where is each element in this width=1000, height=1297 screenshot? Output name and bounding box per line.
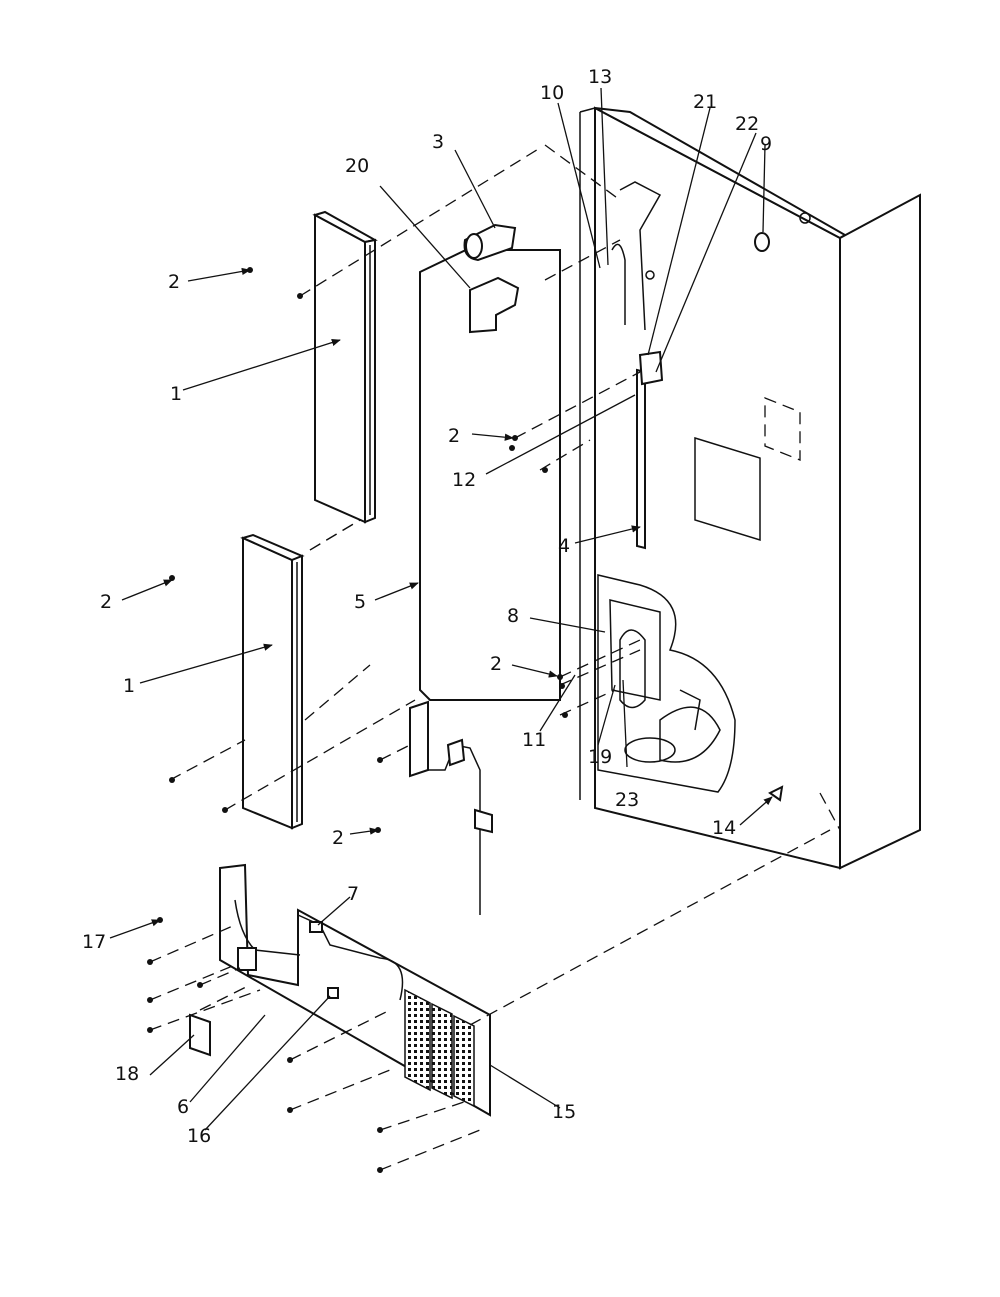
callout-2-a: 2: [168, 271, 180, 293]
callout-7: 7: [347, 883, 359, 905]
callout-13: 13: [588, 66, 612, 88]
part-14-clip: [768, 785, 784, 802]
callout-5: 5: [354, 591, 366, 613]
panel-1-upper: [312, 210, 378, 524]
compressor-compartment: [597, 574, 736, 793]
panel-1-lower: [240, 533, 305, 830]
callout-8: 8: [507, 605, 519, 627]
callout-21: 21: [693, 91, 717, 113]
callout-12: 12: [452, 469, 476, 491]
callout-22: 22: [735, 113, 759, 135]
callout-15: 15: [552, 1101, 576, 1123]
callout-9: 9: [760, 133, 772, 155]
callout-18: 18: [115, 1063, 139, 1085]
part-9-plug: [754, 232, 770, 252]
callout-10: 10: [540, 82, 564, 104]
callout-2-c: 2: [448, 425, 460, 447]
callout-6: 6: [177, 1096, 189, 1118]
part-18-bracket: [189, 1013, 211, 1057]
leader-lines: [109, 87, 773, 1131]
callout-11: 11: [522, 729, 546, 751]
cabinet: [579, 106, 921, 870]
callout-14: 14: [712, 817, 736, 839]
callout-4: 4: [558, 535, 570, 557]
callout-3: 3: [432, 131, 444, 153]
callout-17: 17: [82, 931, 106, 953]
callout-1-b: 1: [123, 675, 135, 697]
grille-panel-15: [219, 863, 491, 1117]
callout-2-b: 2: [100, 591, 112, 613]
wire-harness: [428, 738, 493, 915]
callout-2-e: 2: [332, 827, 344, 849]
callout-1-a: 1: [170, 383, 182, 405]
screws: [147, 267, 568, 1173]
part-3-knob: [463, 223, 517, 262]
callout-labels: 2 1 2 1 3 20 5 2 12 10 13 21 22 9 4 8 2 …: [82, 66, 772, 1147]
part-20-knob: [469, 276, 520, 334]
callout-20: 20: [345, 155, 369, 177]
callout-2-d: 2: [490, 653, 502, 675]
callout-16: 16: [187, 1125, 211, 1147]
assembly-lines: [149, 144, 841, 1171]
tubing: [611, 181, 664, 550]
callout-23: 23: [615, 789, 639, 811]
callout-19: 19: [588, 746, 612, 768]
